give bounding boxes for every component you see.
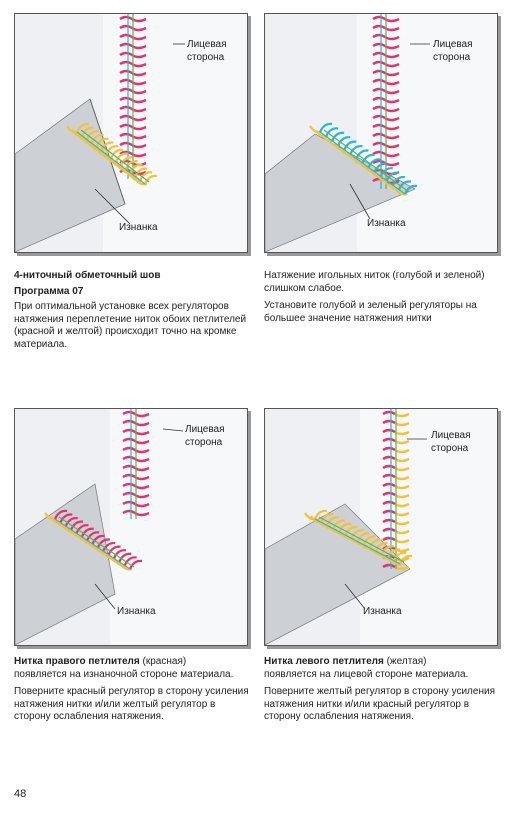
caption-title: 4-ниточный обметочный шов xyxy=(14,270,161,281)
seam-illustration-2 xyxy=(265,14,497,252)
seam-illustration-4 xyxy=(265,409,497,645)
caption-title-line: Нитка левого петлителя (желтая) xyxy=(264,656,500,669)
seam-illustration-3 xyxy=(15,409,247,645)
face-side-label: Лицевая сторона xyxy=(187,39,227,63)
face-side-label: Лицевая сторона xyxy=(185,424,225,448)
page-number: 48 xyxy=(14,788,27,800)
caption-paragraph-1: Натяжение игольных ниток (голубой и зеле… xyxy=(264,270,485,294)
caption-3: Нитка правого петлителя (красная) появля… xyxy=(14,656,250,729)
illustration-panel-3: Лицевая сторона Изнанка xyxy=(14,408,248,646)
illustration-panel-1: Лицевая сторона Изнанка xyxy=(14,13,248,253)
caption-body: При оптимальной установке всех регулятор… xyxy=(14,301,247,350)
caption-1: 4-ниточный обметочный шов Программа 07 П… xyxy=(14,270,250,356)
back-side-label: Изнанка xyxy=(363,606,402,617)
face-side-label: Лицевая сторона xyxy=(433,39,473,63)
caption-title-note: (красная) xyxy=(139,656,187,667)
back-side-label: Изнанка xyxy=(367,218,406,229)
caption-paragraph-1: появляется на лицевой стороне материала. xyxy=(264,668,469,680)
back-side-label: Изнанка xyxy=(117,606,156,617)
illustration-panel-4: Лицевая сторона Изнанка xyxy=(264,408,498,646)
caption-title: Нитка правого петлителя xyxy=(14,656,140,667)
caption-4: Нитка левого петлителя (желтая) появляет… xyxy=(264,656,500,729)
caption-title: Нитка левого петлителя xyxy=(264,656,384,667)
caption-paragraph-2: Поверните красный регулятор в сторону ус… xyxy=(14,686,249,722)
caption-subtitle: Программа 07 xyxy=(14,285,84,297)
back-side-label: Изнанка xyxy=(119,222,158,233)
caption-2: Натяжение игольных ниток (голубой и зеле… xyxy=(264,270,500,330)
caption-paragraph-2: Установите голубой и зеленый регуляторы … xyxy=(264,300,477,324)
face-side-label: Лицевая сторона xyxy=(431,430,471,454)
caption-title-note: (желтая) xyxy=(383,656,427,667)
illustration-panel-2: Лицевая сторона Изнанка xyxy=(264,13,498,253)
caption-paragraph-1: появляется на изнаночной стороне материа… xyxy=(14,668,234,680)
caption-paragraph-2: Поверните желтый регулятор в сторону уси… xyxy=(264,686,495,722)
seam-illustration-1 xyxy=(15,14,247,252)
caption-title-line: Нитка правого петлителя (красная) xyxy=(14,656,250,669)
